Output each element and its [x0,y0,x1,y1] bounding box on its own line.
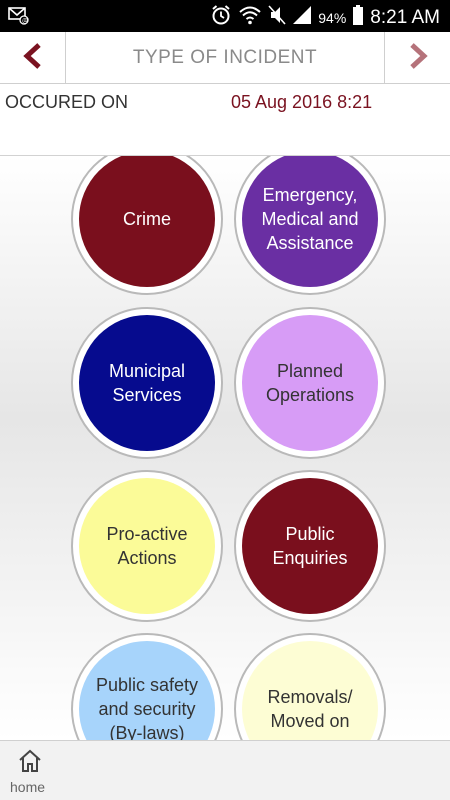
occurred-row: OCCURED ON 05 Aug 2016 8:21 [0,84,450,120]
category-public-safety-security[interactable]: Public safety and security (By-laws) [71,633,223,740]
bottom-nav: home [0,740,450,800]
email-icon: @ [8,5,30,30]
category-label: Crime [79,156,215,287]
chevron-left-icon [22,43,44,73]
category-label: Emergency, Medical and Assistance [242,156,378,287]
chevron-right-icon [407,43,429,73]
battery-icon [352,4,364,31]
category-grid: Crime Emergency, Medical and Assistance … [0,156,450,740]
page-title: TYPE OF INCIDENT [132,47,318,68]
category-municipal-services[interactable]: Municipal Services [71,307,223,459]
back-button[interactable] [0,32,66,84]
category-label: Planned Operations [242,315,378,451]
category-pro-active-actions[interactable]: Pro-active Actions [71,470,223,622]
category-label: Public Enquiries [242,478,378,614]
incident-detail-field[interactable] [0,120,450,156]
clock: 8:21 AM [370,6,440,28]
category-removals-moved-on[interactable]: Removals/ Moved on [234,633,386,740]
category-crime[interactable]: Crime [71,156,223,295]
category-label: Pro-active Actions [79,478,215,614]
alarm-icon [210,4,232,31]
category-public-enquiries[interactable]: Public Enquiries [234,470,386,622]
occurred-datetime[interactable]: 05 Aug 2016 8:21 [231,92,373,112]
signal-icon [292,5,312,30]
home-button[interactable]: home [0,741,60,800]
battery-percent: 94% [318,9,347,26]
category-emergency-medical-assistance[interactable]: Emergency, Medical and Assistance [234,156,386,295]
status-bar: @ [0,0,450,32]
category-planned-operations[interactable]: Planned Operations [234,307,386,459]
category-label: Public safety and security (By-laws) [79,641,215,740]
svg-text:@: @ [22,18,28,25]
category-label: Municipal Services [79,315,215,451]
home-label: home [10,779,46,795]
wifi-icon [238,4,262,31]
home-icon [17,748,43,778]
forward-button[interactable] [384,32,450,84]
occurred-label: OCCURED ON [5,92,129,112]
mute-icon [268,4,286,31]
header: TYPE OF INCIDENT [0,32,450,84]
category-label: Removals/ Moved on [242,641,378,740]
